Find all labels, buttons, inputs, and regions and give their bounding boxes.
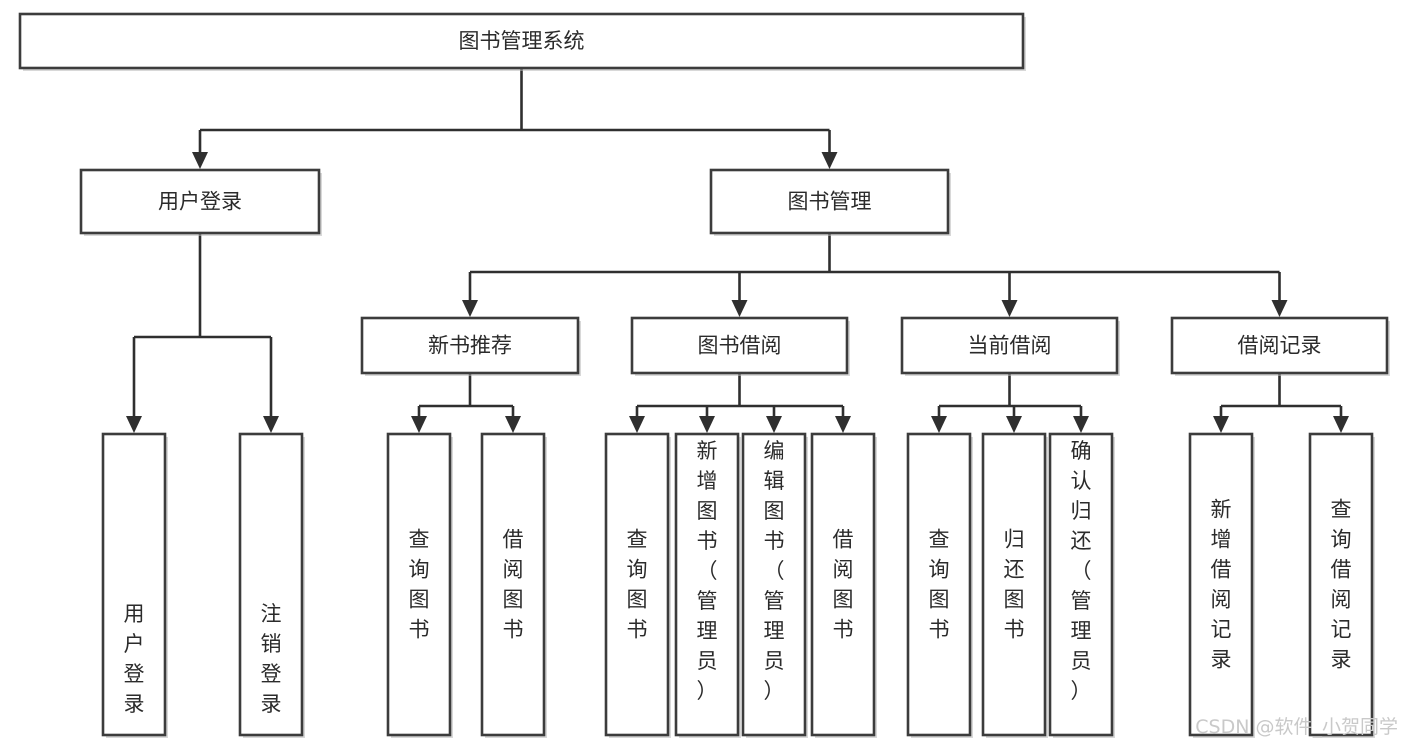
edges-new-book-to-leaves (411, 373, 521, 433)
arrow-head-icon (192, 152, 208, 169)
node-leaves-borrow-3[interactable]: 借阅图书 (810, 432, 877, 738)
node-leaves-borrow-0[interactable]: 查询图书 (604, 432, 671, 738)
edges-current-borrow-to-leaves (931, 373, 1089, 433)
arrow-head-icon (699, 416, 715, 433)
node-label: 借阅图书 (503, 528, 524, 642)
node-box[interactable] (18, 12, 1025, 70)
node-root-library-system[interactable]: 图书管理系统 (18, 12, 1026, 71)
node-leaves-new-book-1[interactable]: 借阅图书 (480, 432, 547, 738)
node-label: 归还图书 (1004, 528, 1025, 642)
node-box[interactable] (810, 432, 876, 737)
arrow-head-icon (1001, 300, 1018, 317)
arrow-head-icon (931, 416, 947, 433)
node-label: 新增借阅记录 (1211, 498, 1232, 672)
node-leaves-current-0[interactable]: 查询图书 (906, 432, 973, 738)
node-label: 新书推荐 (428, 334, 512, 358)
arrow-head-icon (835, 416, 851, 433)
node-level3-3[interactable]: 借阅记录 (1170, 316, 1390, 376)
node-leaves-borrow-1[interactable]: 新增图书（管理员） (674, 432, 741, 738)
node-leaves-user-login-0[interactable]: 用户登录 (101, 432, 168, 738)
arrow-head-icon (505, 416, 521, 433)
edges-root-to-level2 (192, 68, 838, 169)
node-level3-0[interactable]: 新书推荐 (360, 316, 581, 376)
node-box[interactable] (709, 168, 950, 235)
node-label: 确认归还（管理员） (1071, 439, 1092, 703)
node-leaves-borrow-2[interactable]: 编辑图书（管理员） (741, 432, 808, 738)
arrow-head-icon (1213, 416, 1229, 433)
node-box[interactable] (604, 432, 670, 737)
edges-book-mgmt-to-level3 (462, 233, 1288, 317)
node-leaves-current-1[interactable]: 归还图书 (981, 432, 1048, 738)
node-label: 编辑图书（管理员） (764, 439, 785, 703)
connectors-layer (126, 68, 1349, 433)
arrow-head-icon (411, 416, 427, 433)
edges-user-login-to-leaves (126, 233, 279, 433)
node-box[interactable] (1308, 432, 1374, 737)
node-label: 借阅图书 (833, 528, 854, 642)
node-label: 注销登录 (261, 602, 282, 716)
node-box[interactable] (360, 316, 580, 375)
node-level2-0[interactable]: 用户登录 (79, 168, 322, 236)
node-level3-2[interactable]: 当前借阅 (900, 316, 1120, 376)
node-box[interactable] (386, 432, 452, 737)
node-box[interactable] (1048, 432, 1114, 737)
arrow-head-icon (821, 152, 838, 169)
node-box[interactable] (1170, 316, 1389, 375)
arrow-head-icon (126, 416, 142, 433)
node-label: 当前借阅 (968, 334, 1052, 358)
node-box[interactable] (1188, 432, 1254, 737)
node-label: 新增图书（管理员） (697, 439, 718, 703)
node-box[interactable] (79, 168, 321, 235)
node-box[interactable] (906, 432, 972, 737)
arrow-head-icon (766, 416, 782, 433)
arrow-head-icon (731, 300, 748, 317)
node-label: 用户登录 (158, 190, 242, 214)
edges-borrow-record-to-leaves (1213, 373, 1349, 433)
node-label: 查询图书 (409, 528, 430, 642)
node-label: 查询图书 (627, 528, 648, 642)
arrow-head-icon (263, 416, 279, 433)
node-label: 图书管理 (788, 190, 872, 214)
arrow-head-icon (1333, 416, 1349, 433)
arrow-head-icon (629, 416, 645, 433)
node-box[interactable] (480, 432, 546, 737)
node-label: 用户登录 (124, 602, 145, 716)
csdn-watermark: CSDN @软件_小贺同学 (1195, 716, 1398, 738)
arrow-head-icon (462, 300, 478, 317)
node-box[interactable] (981, 432, 1047, 737)
node-box[interactable] (674, 432, 740, 737)
nodes-layer: 图书管理系统用户登录图书管理新书推荐图书借阅当前借阅借阅记录用户登录注销登录查询… (18, 12, 1390, 738)
node-box[interactable] (101, 432, 167, 737)
arrow-head-icon (1073, 416, 1089, 433)
node-label: 查询借阅记录 (1331, 498, 1352, 672)
edges-book-borrow-to-leaves (629, 373, 851, 433)
node-box[interactable] (630, 316, 849, 375)
node-label: 图书借阅 (698, 334, 782, 358)
arrow-head-icon (1006, 416, 1022, 433)
node-leaves-record-1[interactable]: 查询借阅记录 (1308, 432, 1375, 738)
node-level3-1[interactable]: 图书借阅 (630, 316, 850, 376)
node-leaves-current-2[interactable]: 确认归还（管理员） (1048, 432, 1115, 738)
node-level2-1[interactable]: 图书管理 (709, 168, 951, 236)
node-leaves-user-login-1[interactable]: 注销登录 (238, 432, 305, 738)
node-box[interactable] (238, 432, 304, 737)
node-leaves-record-0[interactable]: 新增借阅记录 (1188, 432, 1255, 738)
node-box[interactable] (741, 432, 807, 737)
node-label: 借阅记录 (1238, 334, 1322, 358)
arrow-head-icon (1271, 300, 1288, 317)
node-leaves-new-book-0[interactable]: 查询图书 (386, 432, 453, 738)
node-label: 查询图书 (929, 528, 950, 642)
node-box[interactable] (900, 316, 1119, 375)
node-label: 图书管理系统 (459, 29, 585, 53)
